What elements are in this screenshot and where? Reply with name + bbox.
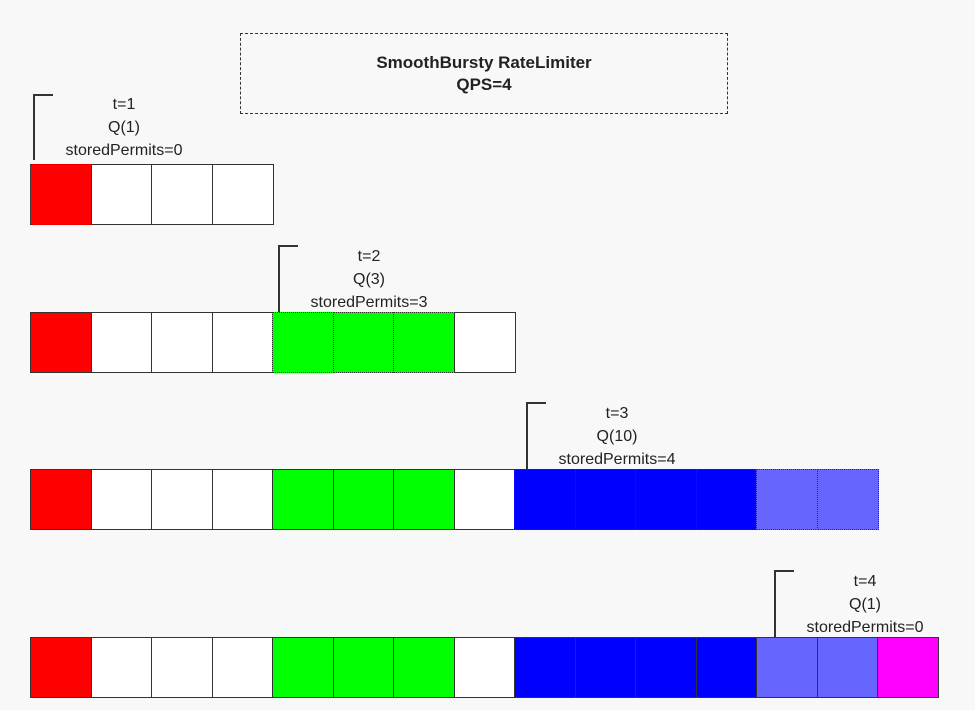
step-2-label: t=2 Q(3) storedPermits=3 — [275, 245, 463, 314]
permit-cell-empty — [453, 469, 516, 530]
step-2-stored-permits: storedPermits=3 — [310, 294, 428, 311]
step-4-bracket — [774, 570, 794, 637]
step-1-permit-row — [30, 164, 274, 225]
step-2-time: t=2 — [357, 248, 381, 265]
permit-cell-green — [393, 637, 455, 698]
permit-cell-blue — [574, 637, 637, 698]
permit-cell-green — [272, 312, 334, 373]
permit-cell-red — [30, 312, 92, 373]
permit-cell-blue — [514, 469, 576, 530]
permit-cell-empty — [90, 637, 153, 698]
permit-cell-empty — [151, 312, 213, 373]
permit-cell-green — [272, 637, 334, 698]
step-4-stored-permits: storedPermits=0 — [806, 619, 924, 636]
step-1-stored-permits: storedPermits=0 — [65, 142, 183, 159]
step-4-time: t=4 — [853, 573, 877, 590]
step-1-request: Q(1) — [108, 119, 140, 136]
permit-cell-empty — [90, 312, 153, 373]
step-3-time: t=3 — [605, 405, 629, 422]
permit-cell-green — [393, 469, 455, 530]
permit-cell-blue — [635, 469, 697, 530]
permit-cell-magenta — [877, 637, 939, 698]
diagram-subtitle: QPS=4 — [456, 74, 512, 94]
permit-cell-blue — [574, 469, 637, 530]
step-3-stored-permits: storedPermits=4 — [558, 451, 676, 468]
step-1-bracket — [33, 94, 53, 160]
permit-cell-green — [332, 469, 395, 530]
step-1-time: t=1 — [112, 96, 136, 113]
permit-cell-red — [30, 469, 92, 530]
permit-cell-empty — [151, 469, 213, 530]
permit-cell-light-blue — [816, 469, 879, 530]
permit-cell-blue — [514, 637, 576, 698]
permit-cell-empty — [453, 312, 516, 373]
step-3-request: Q(10) — [596, 428, 638, 445]
step-3-bracket — [526, 402, 546, 469]
permit-cell-light-blue — [816, 637, 879, 698]
permit-cell-red — [30, 637, 92, 698]
permit-cell-empty — [211, 312, 274, 373]
permit-cell-light-blue — [756, 469, 818, 530]
permit-cell-light-blue — [756, 637, 818, 698]
permit-cell-blue — [695, 637, 758, 698]
step-2-bracket — [278, 245, 298, 313]
step-2-permit-row — [30, 312, 516, 373]
step-4-permit-row — [30, 637, 939, 698]
diagram-title: SmoothBursty RateLimiter — [376, 52, 592, 72]
permit-cell-green — [332, 312, 395, 373]
step-2-request: Q(3) — [353, 271, 385, 288]
diagram-title-box: SmoothBursty RateLimiter QPS=4 — [240, 33, 728, 114]
permit-cell-blue — [635, 637, 697, 698]
permit-cell-green — [332, 637, 395, 698]
step-3-permit-row — [30, 469, 879, 530]
permit-cell-red — [30, 164, 92, 225]
permit-cell-empty — [211, 637, 274, 698]
permit-cell-blue — [695, 469, 758, 530]
step-1-label: t=1 Q(1) storedPermits=0 — [30, 93, 218, 162]
permit-cell-empty — [151, 637, 213, 698]
step-4-label: t=4 Q(1) storedPermits=0 — [771, 570, 959, 639]
permit-cell-green — [393, 312, 455, 373]
permit-cell-empty — [211, 469, 274, 530]
permit-cell-empty — [211, 164, 274, 225]
permit-cell-green — [272, 469, 334, 530]
step-4-request: Q(1) — [849, 596, 881, 613]
permit-cell-empty — [453, 637, 516, 698]
permit-cell-empty — [90, 469, 153, 530]
permit-cell-empty — [90, 164, 153, 225]
step-3-label: t=3 Q(10) storedPermits=4 — [523, 402, 711, 471]
permit-cell-empty — [151, 164, 213, 225]
